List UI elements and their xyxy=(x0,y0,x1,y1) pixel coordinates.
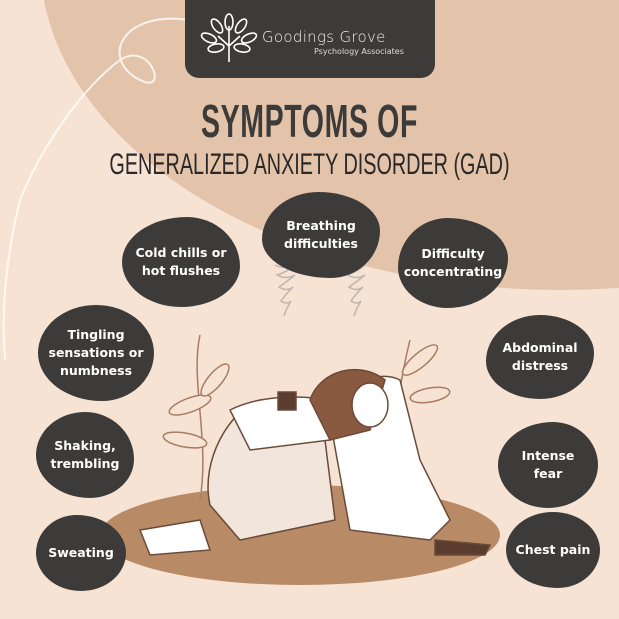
page-subtitle: GENERALIZED ANXIETY DISORDER (GAD) xyxy=(109,148,510,181)
tree-logo-icon xyxy=(200,13,258,62)
symptom-label: Sweating xyxy=(48,545,114,560)
symptom-difficulty-concentrating: Difficulty concentrating xyxy=(398,218,508,308)
symptom-intense-fear: Intense fear xyxy=(498,422,598,508)
symptom-abdominal-distress: Abdominal distress xyxy=(486,315,594,399)
symptom-sweating: Sweating xyxy=(36,515,126,591)
brand-header xyxy=(185,0,435,78)
thread-line xyxy=(2,17,191,361)
symptom-label: Difficulty concentrating xyxy=(403,246,503,279)
symptom-label: Chest pain xyxy=(515,542,591,557)
brand-name: Goodings Grove xyxy=(262,28,386,46)
page-title: SYMPTOMS OF xyxy=(200,95,419,147)
brand-tagline: Psychology Associates xyxy=(314,47,404,56)
symptom-label: Abdominal distress xyxy=(502,340,578,373)
symptom-breathing-difficulties: Breathing difficulties xyxy=(262,192,380,278)
symptom-label: Shaking, trembling xyxy=(50,438,120,471)
symptom-label: Tingling sensations or numbness xyxy=(48,327,144,378)
symptom-cold-chills: Cold chills or hot flushes xyxy=(122,217,240,307)
symptom-label: Breathing difficulties xyxy=(284,218,358,251)
person-illustrations xyxy=(138,368,492,556)
symptom-label: Cold chills or hot flushes xyxy=(135,245,227,278)
symptom-tingling: Tingling sensations or numbness xyxy=(38,305,154,401)
symptom-label: Intense fear xyxy=(521,448,575,481)
symptom-shaking-trembling: Shaking, trembling xyxy=(36,412,134,498)
symptom-chest-pain: Chest pain xyxy=(506,512,600,588)
